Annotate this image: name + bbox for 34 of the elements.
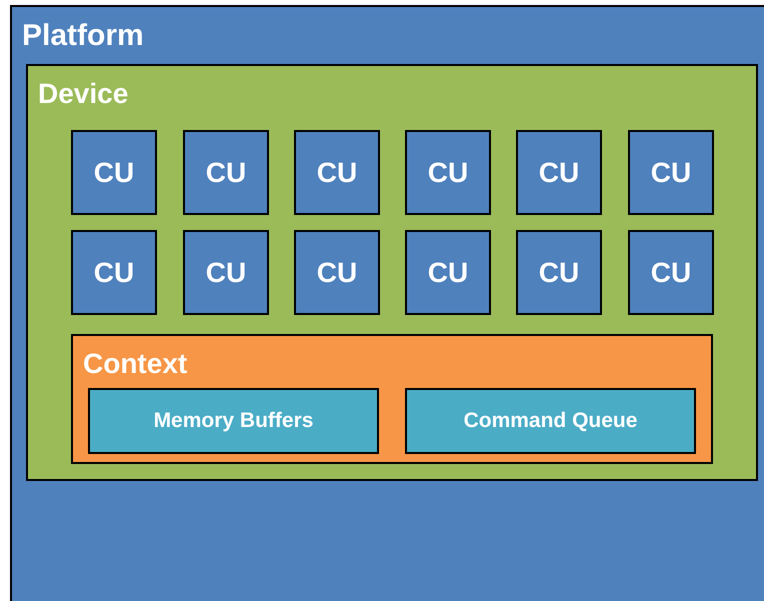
compute-unit-box <box>71 130 157 215</box>
compute-unit-box <box>183 230 269 315</box>
box-label: Command Queue <box>464 409 638 433</box>
box-label: CU <box>206 156 246 188</box>
box-title: Context <box>83 348 188 380</box>
box-title: Device <box>38 78 128 110</box>
box-title: Platform <box>22 19 144 53</box>
compute-unit-box <box>628 230 714 315</box>
compute-unit-box <box>405 230 491 315</box>
box-label: CU <box>650 156 692 188</box>
compute-unit-box <box>405 130 491 215</box>
component-box <box>88 388 379 454</box>
box-label: CU <box>316 256 358 288</box>
compute-unit-box <box>294 230 380 315</box>
box-label: CU <box>94 156 134 188</box>
compute-unit-box <box>628 130 714 215</box>
compute-unit-box <box>516 230 602 315</box>
box-label: CU <box>428 156 468 188</box>
device-box <box>26 64 758 481</box>
box-label: CU <box>538 256 580 288</box>
component-box <box>405 388 696 454</box>
compute-unit-box <box>183 130 269 215</box>
compute-unit-box <box>71 230 157 315</box>
box-label: CU <box>206 256 246 288</box>
box-label: CU <box>650 256 692 288</box>
box-label: CU <box>428 256 468 288</box>
box-label: CU <box>94 256 134 288</box>
box-label: Memory Buffers <box>154 409 314 433</box>
box-label: CU <box>316 156 358 188</box>
context-box <box>71 334 713 464</box>
compute-unit-box <box>516 130 602 215</box>
platform-box <box>10 5 764 601</box>
compute-unit-box <box>294 130 380 215</box>
box-label: CU <box>538 156 580 188</box>
